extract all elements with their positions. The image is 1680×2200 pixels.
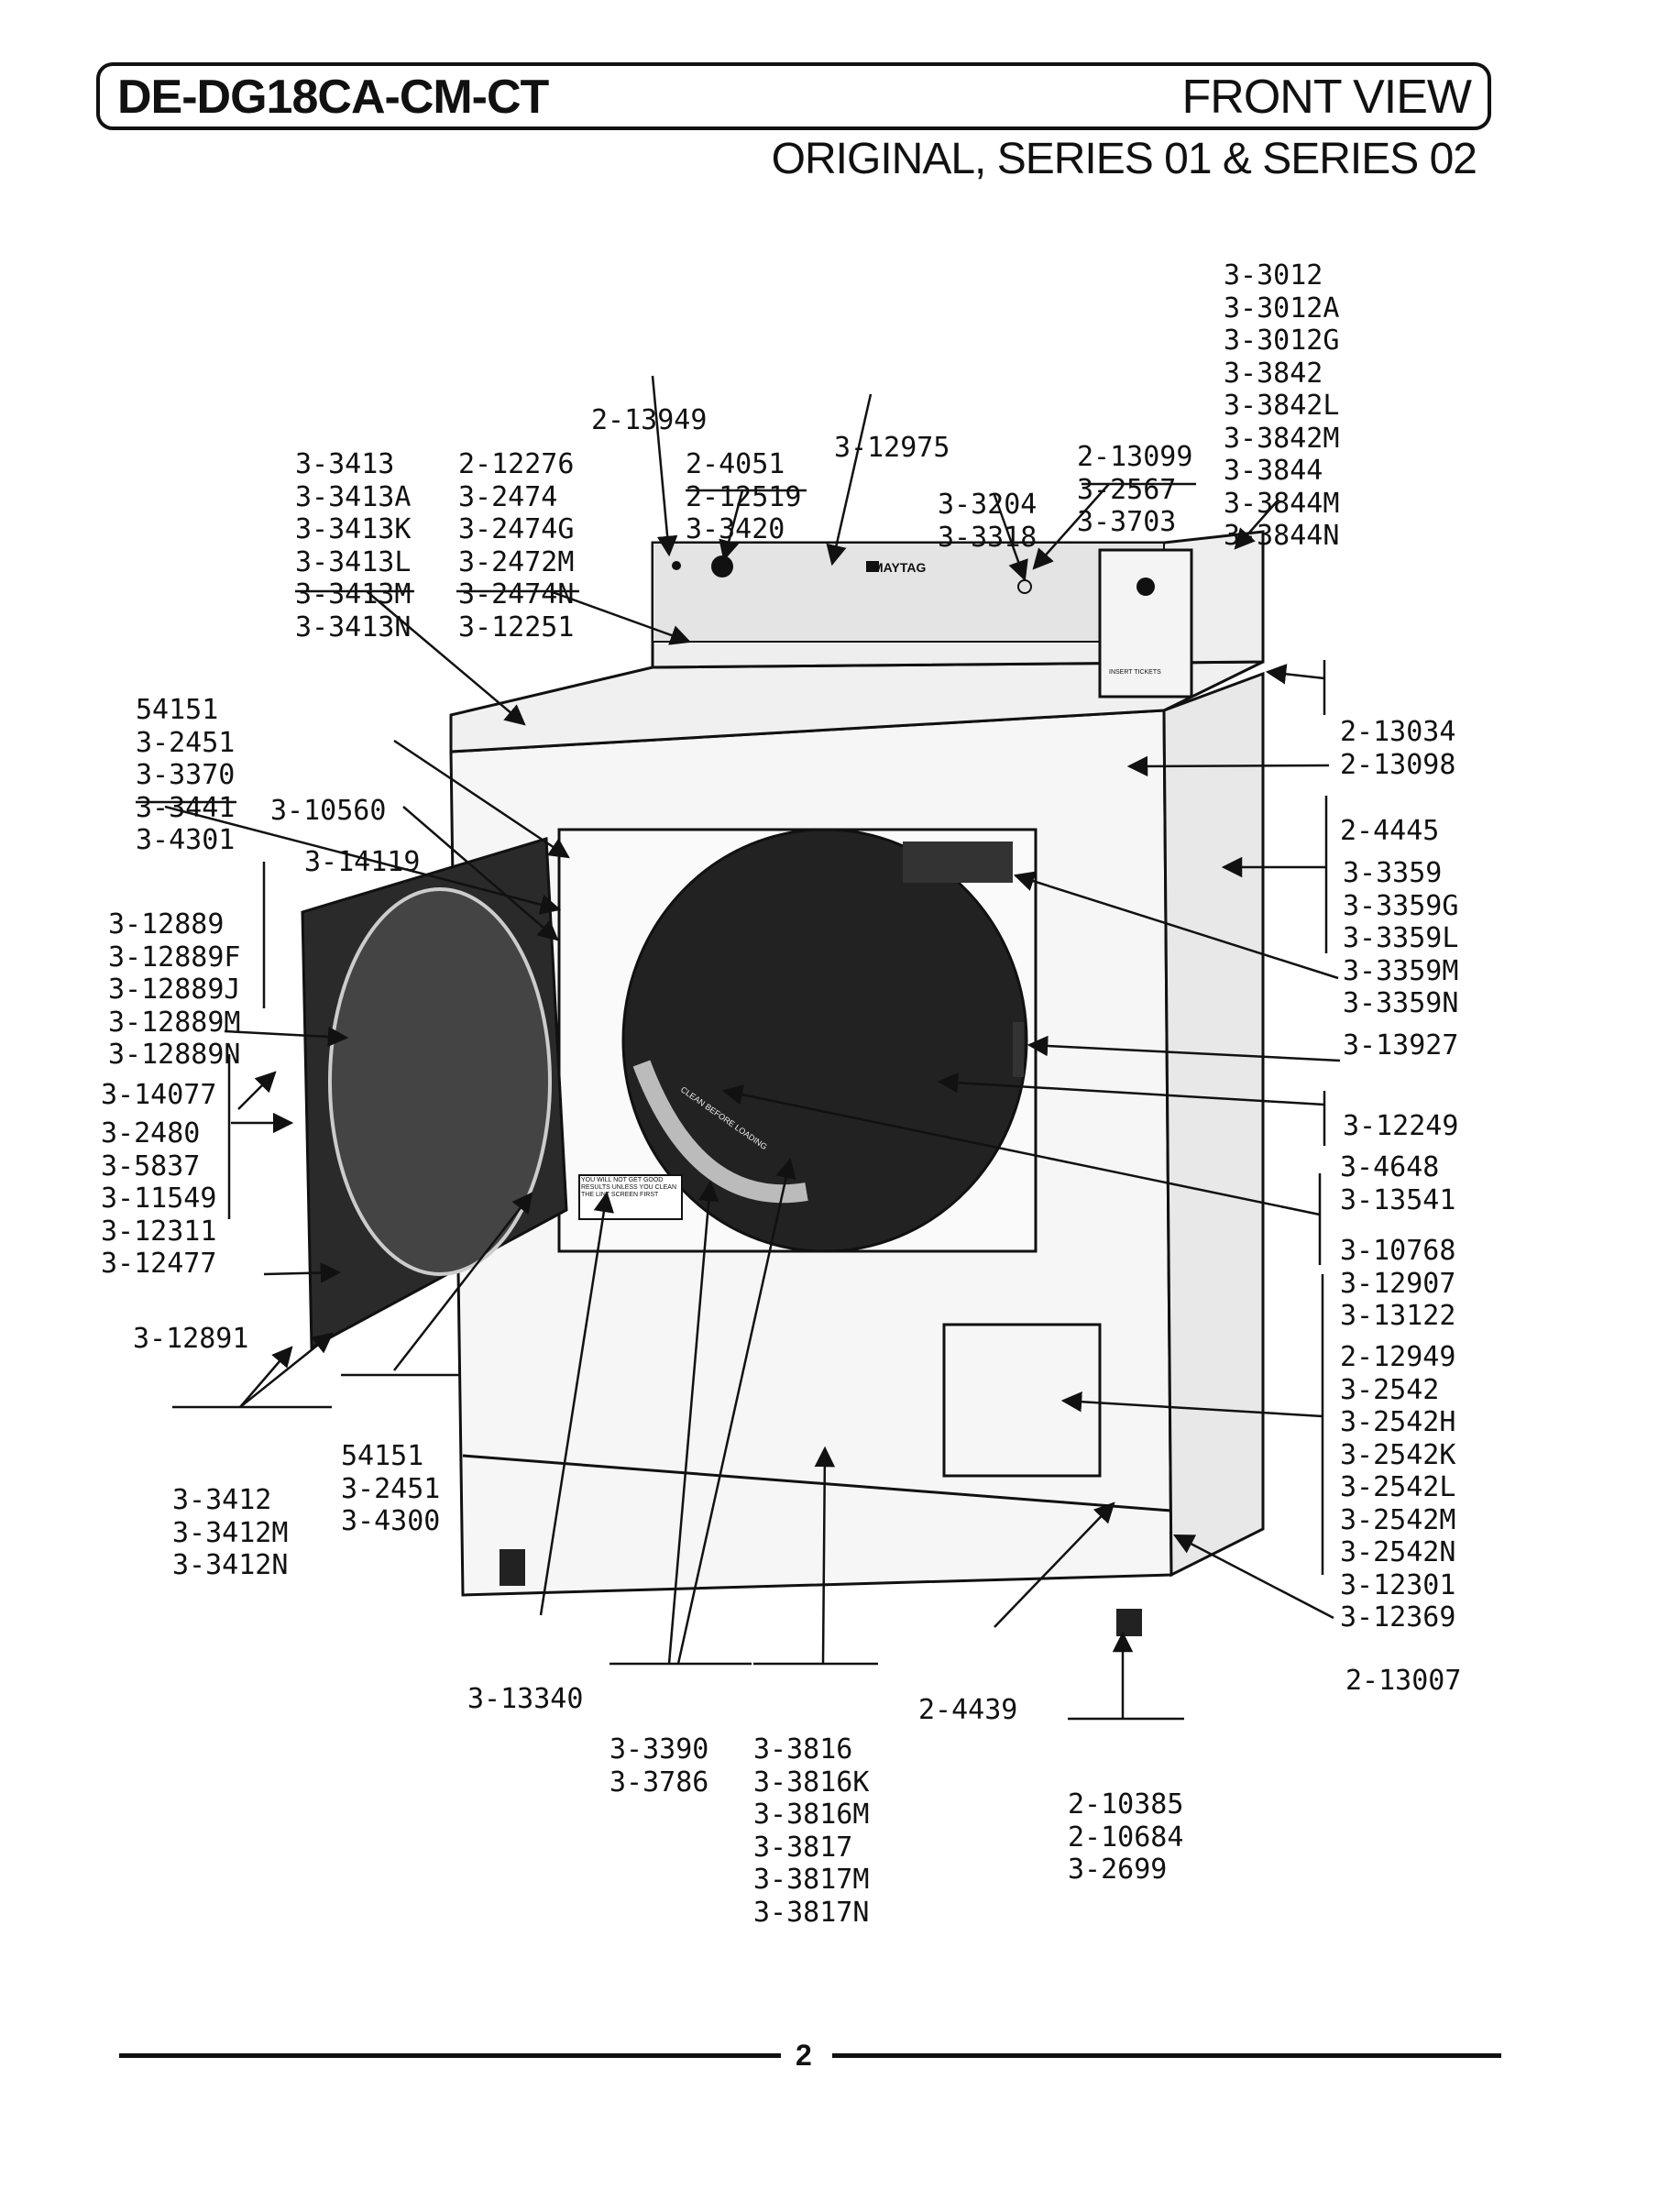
- callout-3-14119: 3-14119: [304, 846, 421, 878]
- callout-3-14077: 3-14077: [101, 1079, 217, 1111]
- callout-2-13949: 2-13949: [591, 404, 708, 436]
- cabinet-top: [449, 660, 1264, 754]
- callout-3-13927: 3-13927: [1343, 1029, 1459, 1062]
- model-number: DE-DG18CA-CM-CT: [117, 71, 549, 124]
- footer-rule-left: [119, 2053, 781, 2058]
- callout-3-12975: 3-12975: [834, 432, 950, 464]
- view-title: FRONT VIEW: [1181, 71, 1472, 124]
- callout-3-10560: 3-10560: [270, 795, 387, 827]
- callout-3-12891: 3-12891: [133, 1323, 249, 1355]
- brand-text: MAYTAG: [873, 560, 926, 575]
- callout-2-4445: 2-4445: [1340, 815, 1440, 847]
- coin-box: [1098, 548, 1193, 698]
- cabinet-side: [1162, 671, 1265, 1578]
- service-access-panel: [942, 1323, 1102, 1478]
- page-number: 2: [796, 2039, 812, 2072]
- callout-2-4439: 2-4439: [918, 1694, 1018, 1726]
- insert-tickets-text: INSERT TICKETS: [1109, 669, 1161, 676]
- callout-3-13340: 3-13340: [467, 1683, 584, 1715]
- footer-rule-right: [832, 2053, 1501, 2058]
- drum-opening: [621, 828, 1028, 1253]
- door-glass: [328, 887, 552, 1276]
- callout-2-13007: 2-13007: [1345, 1665, 1462, 1697]
- series-subtitle: ORIGINAL, SERIES 01 & SERIES 02: [771, 135, 1477, 183]
- coin-slot-icon: [1136, 578, 1155, 596]
- caution-label-text: YOU WILL NOT GET GOOD RESULTS UNLESS YOU…: [581, 1177, 676, 1198]
- header-frame: [96, 62, 1491, 130]
- callout-3-12249: 3-12249: [1343, 1110, 1459, 1142]
